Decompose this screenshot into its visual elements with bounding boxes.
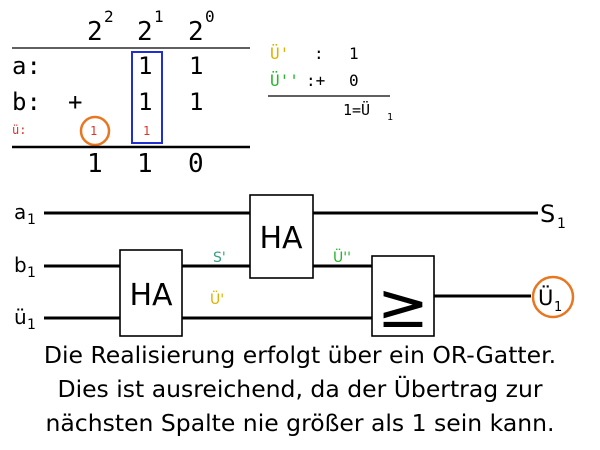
input-b1-label: b: [14, 253, 27, 277]
row-carry-digit-2-2: 1: [90, 124, 97, 138]
row-a-label: a:: [12, 52, 41, 80]
caption-text: Die Realisierung erfolgt über ein OR-Gat…: [0, 338, 600, 440]
half-adder-1-label: HA: [129, 278, 173, 313]
side-calc-u-double-prime-label: Ü'': [270, 71, 299, 90]
side-calc-result-subscript: 1: [387, 112, 393, 123]
result-digit-2-2: 1: [87, 149, 103, 179]
full-adder-circuit: a 1 b 1 ü 1 HA HA ≥ S' Ü' Ü'' S 1 Ü 1: [14, 194, 575, 340]
col-header-base-1: 2: [137, 17, 153, 47]
wire-label-u-prime: Ü': [210, 290, 224, 308]
row-b-label: b:: [12, 88, 41, 116]
side-calc-line1-separator: :: [314, 44, 324, 63]
row-carry-digit-2-1: 1: [143, 124, 150, 138]
input-u1-subscript: 1: [27, 317, 36, 333]
row-b-plus-sign: +: [68, 88, 82, 116]
binary-addition-table: 2 2 2 1 2 0 a: 1 1 b: + 1 1 ü: 1 1 1 1 0: [12, 7, 250, 179]
caption-line-1: Die Realisierung erfolgt über ein OR-Gat…: [43, 341, 557, 369]
caption-line-2: Dies ist ausreichend, da der Übertrag zu…: [57, 375, 543, 403]
side-calc-result: 1=Ü: [343, 100, 370, 119]
column-highlight-box: [131, 51, 163, 144]
row-b-digit-2-0: 1: [189, 88, 203, 116]
sum-output-subscript: 1: [557, 216, 566, 232]
row-b-digit-2-1: 1: [138, 88, 152, 116]
diagram-canvas: 2 2 2 1 2 0 a: 1 1 b: + 1 1 ü: 1 1 1 1 0…: [12, 7, 575, 340]
carry-side-calculation: Ü' : 1 Ü'' :+ 0 1=Ü 1: [268, 44, 393, 123]
side-calc-line2-value: 0: [349, 71, 359, 90]
col-header-exp-1: 1: [154, 7, 164, 26]
half-adder-2-label: HA: [259, 221, 303, 256]
result-digit-2-1: 1: [137, 149, 153, 179]
row-a-digit-2-0: 1: [189, 52, 203, 80]
col-header-base-0: 2: [188, 17, 204, 47]
carry-output-subscript: 1: [554, 300, 562, 315]
wire-label-u-double-prime: Ü'': [333, 248, 351, 266]
side-calc-u-prime-label: Ü': [270, 44, 289, 63]
col-header-base-2: 2: [87, 17, 103, 47]
input-a1-label: a: [14, 200, 26, 224]
row-carry-label: ü:: [12, 123, 26, 137]
side-calc-line1-value: 1: [349, 44, 359, 63]
col-header-exp-2: 2: [104, 7, 114, 26]
input-b1-subscript: 1: [27, 265, 36, 281]
carry-output-highlight-circle: [531, 275, 575, 319]
or-gate-symbol: ≥: [377, 269, 429, 340]
input-u1-label: ü: [14, 305, 27, 329]
input-a1-subscript: 1: [27, 212, 36, 228]
or-gate-box: [371, 255, 435, 337]
result-digit-2-0: 0: [188, 149, 204, 179]
wire-label-s-prime: S': [213, 250, 226, 266]
carry-output-label: Ü: [538, 285, 553, 310]
half-adder-1-box: [119, 249, 183, 337]
carry-highlight-circle: [79, 115, 111, 147]
col-header-exp-0: 0: [205, 7, 215, 26]
sum-output-label: S: [540, 200, 555, 228]
side-calc-line2-separator: :+: [306, 71, 325, 90]
row-a-digit-2-1: 1: [138, 52, 152, 80]
caption-line-3: nächsten Spalte nie größer als 1 sein ka…: [45, 409, 555, 437]
half-adder-2-box: [249, 194, 314, 279]
